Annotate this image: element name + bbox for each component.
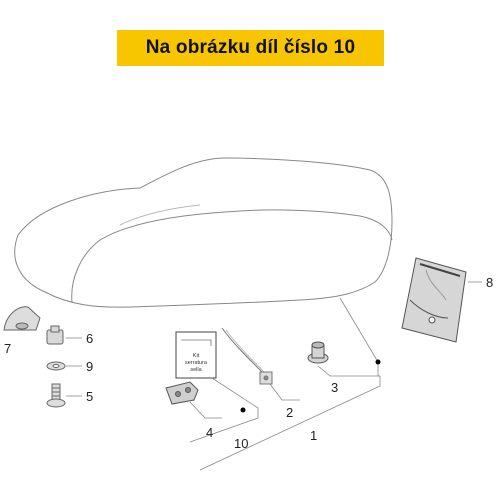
kit-box xyxy=(175,331,217,379)
document-pouch-part[interactable] xyxy=(401,257,467,343)
callout-6: 6 xyxy=(86,331,93,346)
callout-2: 2 xyxy=(286,405,293,420)
seat-part[interactable] xyxy=(14,157,393,308)
callout-10: 10 xyxy=(234,436,248,451)
callout-4: 4 xyxy=(206,425,213,440)
hook-bracket-part[interactable] xyxy=(3,306,41,331)
rubber-bumper-part[interactable] xyxy=(307,341,329,364)
callout-8: 8 xyxy=(486,275,493,290)
washer-part[interactable] xyxy=(46,361,66,371)
callout-9: 9 xyxy=(86,359,93,374)
part-number-banner: Na obrázku díl číslo 10 xyxy=(117,30,384,66)
cable-part[interactable] xyxy=(221,327,273,385)
kit-box-line1: Kit xyxy=(193,353,200,359)
kit-box-line3: sella xyxy=(190,367,202,373)
screw-part[interactable] xyxy=(46,383,66,408)
callout-5: 5 xyxy=(86,389,93,404)
callout-3: 3 xyxy=(331,380,338,395)
lock-latch-part[interactable] xyxy=(165,381,199,405)
callout-dots xyxy=(240,359,381,413)
callout-7: 7 xyxy=(4,341,11,356)
kit-box-line2: serratura xyxy=(185,360,208,366)
callout-1: 1 xyxy=(310,428,317,443)
clip-nut-part[interactable] xyxy=(46,325,64,345)
banner-text: Na obrázku díl číslo 10 xyxy=(145,37,356,58)
